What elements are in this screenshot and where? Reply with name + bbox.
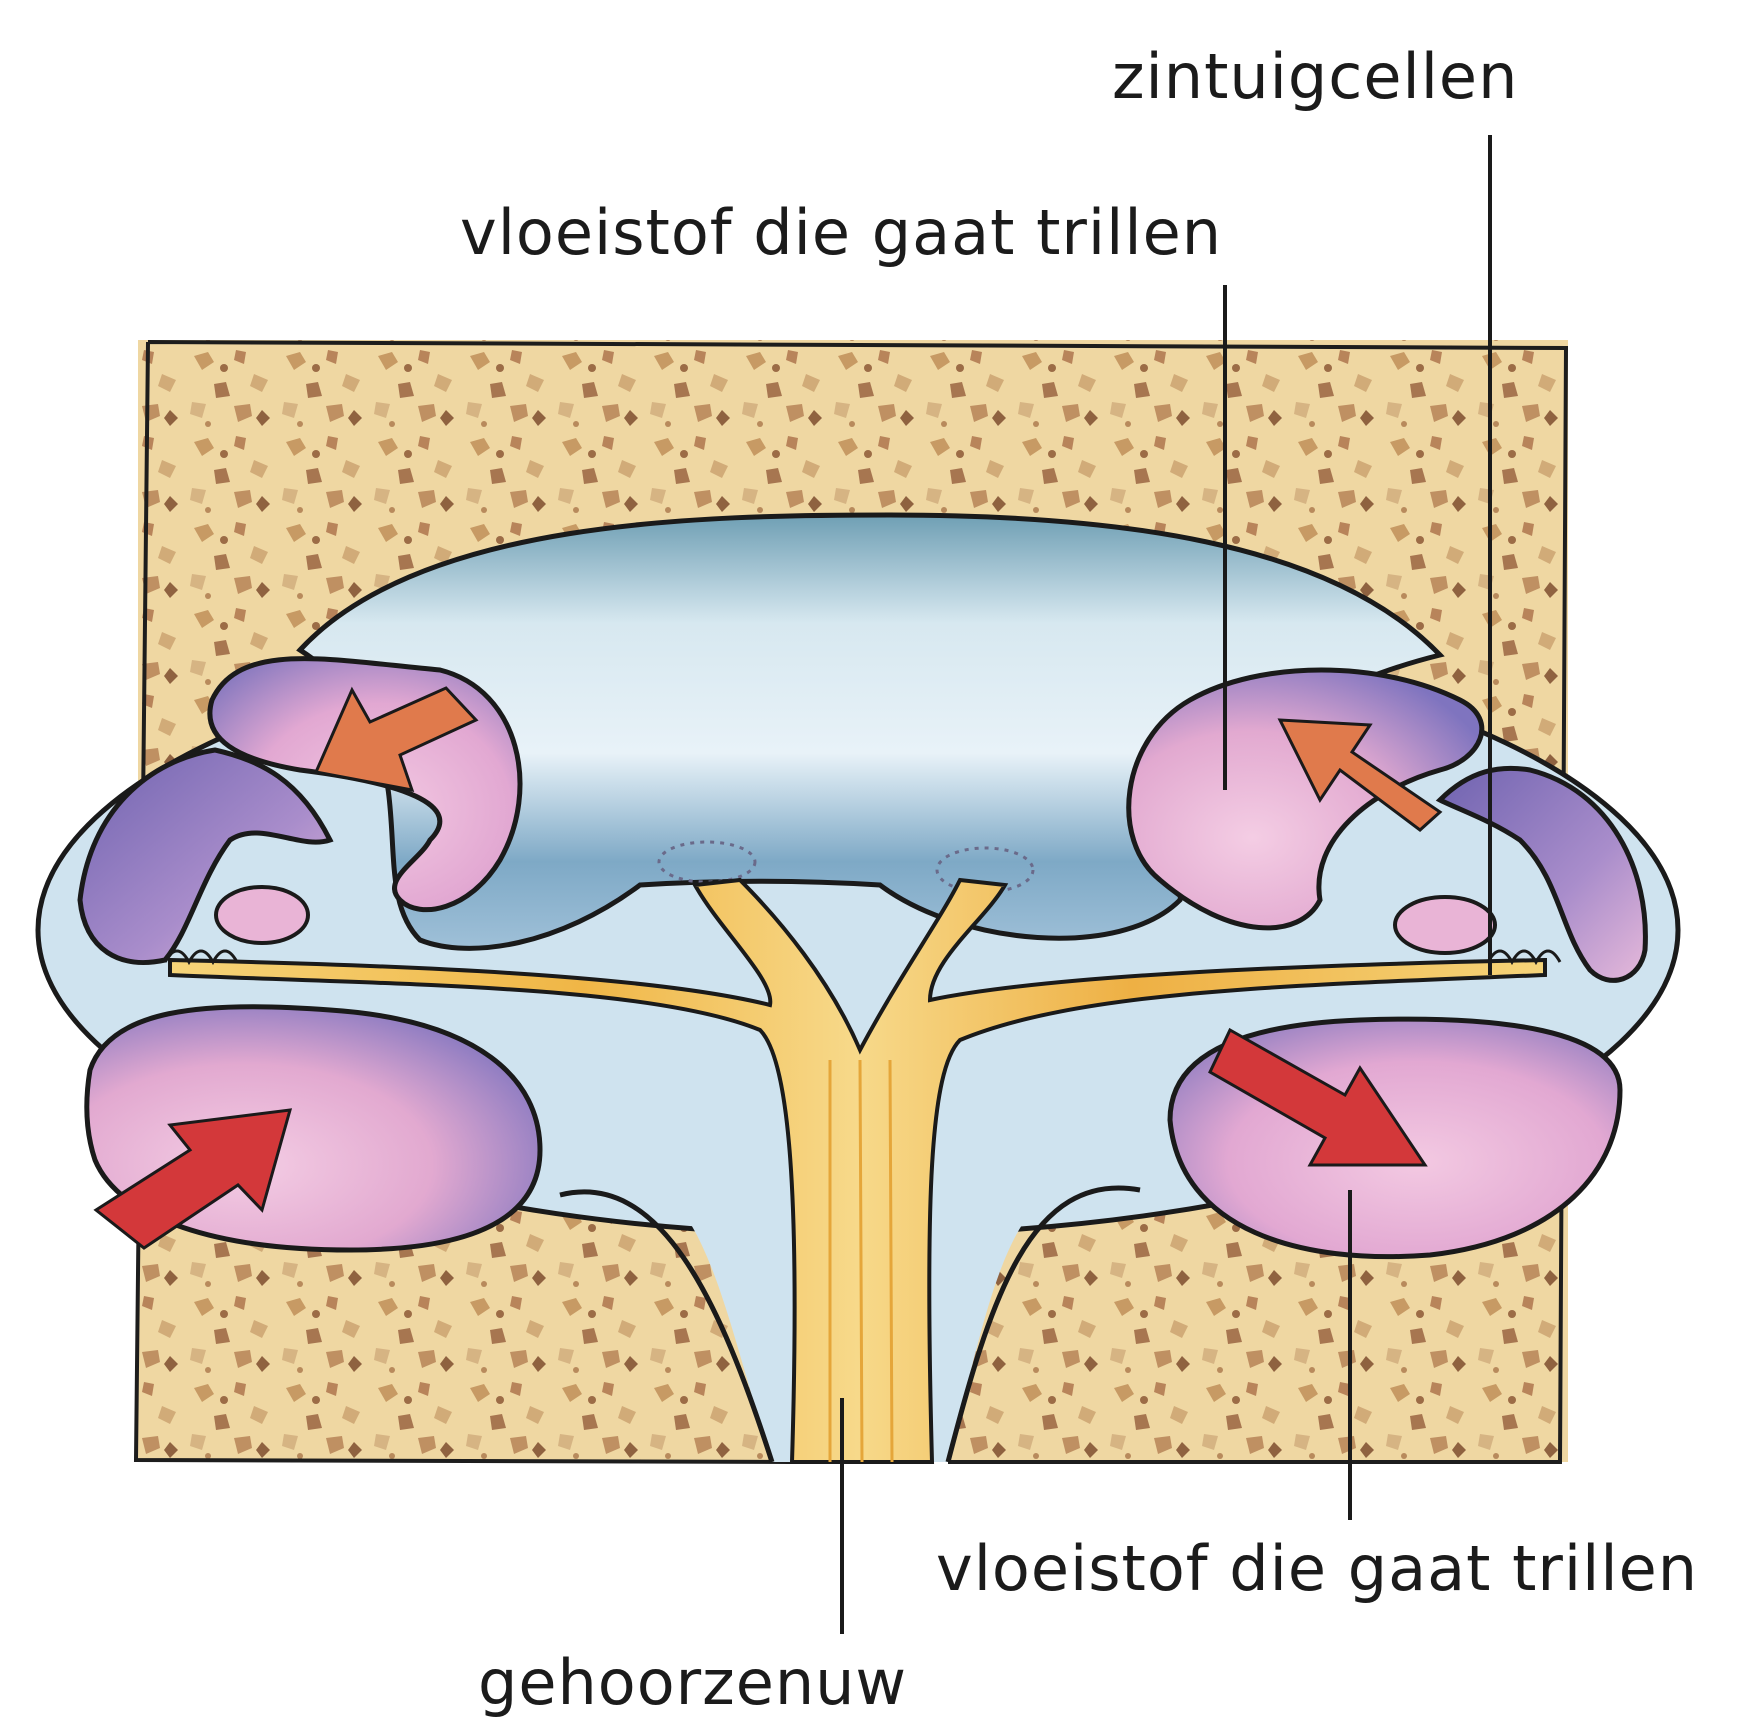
- label-sensory-cells: zintuigcellen: [1112, 46, 1518, 108]
- label-fluid-bottom: vloeistof die gaat trillen: [936, 1538, 1698, 1600]
- label-fluid-top: vloeistof die gaat trillen: [460, 202, 1222, 264]
- label-auditory-nerve: gehoorzenuw: [478, 1652, 907, 1714]
